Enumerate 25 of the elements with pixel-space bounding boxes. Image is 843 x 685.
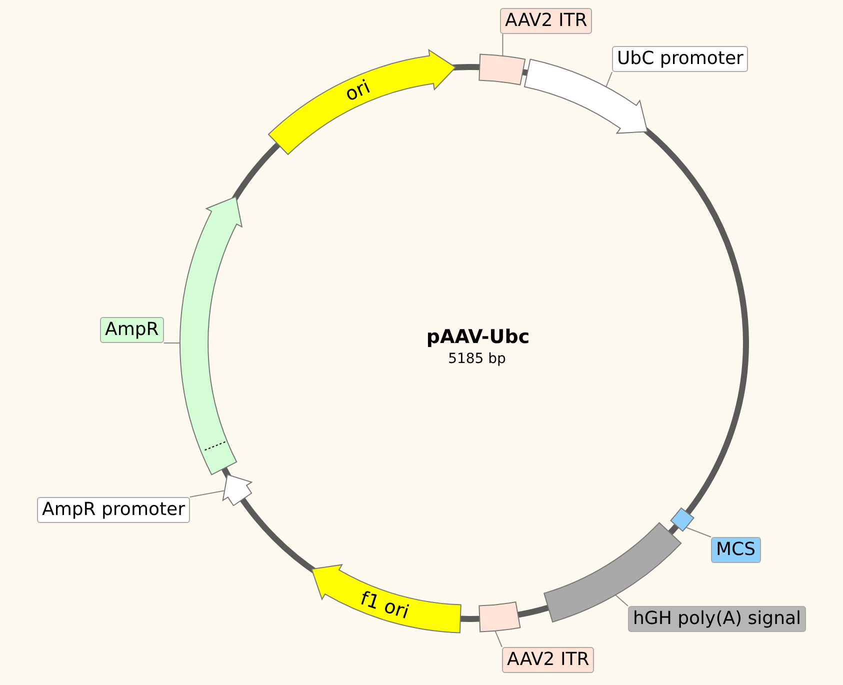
feature-name: ori — [342, 76, 374, 106]
feature-segment — [268, 49, 456, 155]
feature-label: AAV2 ITR — [502, 647, 594, 673]
feature-label: AmpR promoter — [37, 497, 190, 523]
feature-label: UbC promoter — [612, 46, 748, 72]
feature-segment — [311, 564, 462, 634]
feature-label: AAV2 ITR — [500, 8, 592, 34]
leader-line — [190, 490, 224, 498]
feature-segment — [670, 508, 694, 532]
feature-segment — [222, 474, 252, 506]
feature-label: MCS — [711, 537, 761, 563]
leader-line — [606, 72, 612, 88]
leader-line — [163, 342, 180, 344]
leader-line — [494, 630, 502, 648]
plasmid-size: 5185 bp — [448, 351, 506, 367]
leader-line — [502, 34, 504, 56]
plasmid-name: pAAV-Ubc — [426, 326, 530, 348]
feature-label: AmpR — [100, 317, 164, 343]
feature-segment — [179, 196, 242, 476]
feature-segment — [478, 54, 526, 86]
leader-line — [615, 594, 628, 606]
leader-line — [686, 526, 712, 538]
feature-label: hGH poly(A) signal — [628, 606, 806, 632]
feature-name: f1 ori — [358, 587, 412, 624]
feature-segment — [478, 602, 521, 632]
